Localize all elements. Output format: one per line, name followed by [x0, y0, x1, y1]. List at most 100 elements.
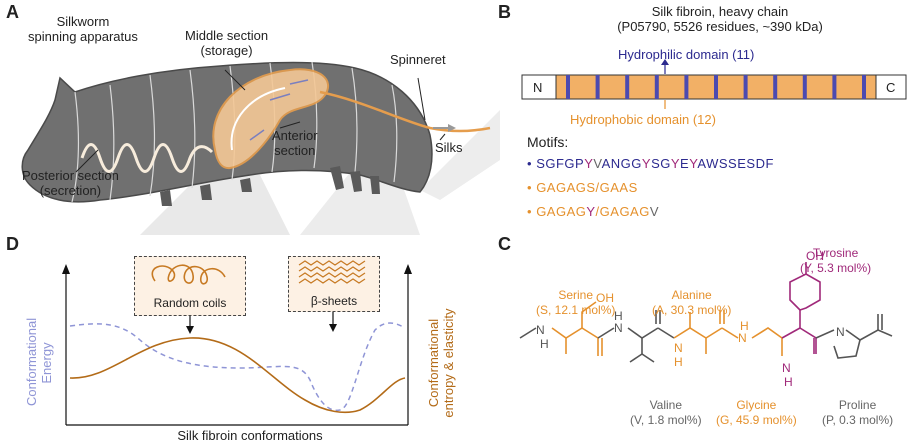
- entropy-axis-line-1: Conformational: [426, 318, 441, 408]
- domain-bar: N C: [521, 59, 907, 109]
- motif-3-part: GAGAG: [536, 204, 587, 219]
- motif-1-tyr: Y: [641, 156, 652, 171]
- hydrophilic-stripe: [862, 75, 866, 99]
- motif-1-tyr: Y: [670, 156, 681, 171]
- panel-label-a: A: [6, 2, 19, 22]
- flow-arrows: [249, 79, 309, 141]
- hydrophilic-stripe: [654, 75, 659, 99]
- hydrophilic-stripe: [566, 75, 570, 99]
- energy-axis-title: Conformational Energy: [24, 317, 54, 406]
- motif-1-bullet: •: [527, 156, 533, 171]
- motif-1-tyr: Y: [689, 156, 698, 171]
- motif-3-part: /GAGAG: [595, 204, 650, 219]
- posterior-line-2: (secretion): [39, 183, 102, 198]
- title-line-2: spinning apparatus: [28, 29, 138, 44]
- proline-label: Proline (P, 0.3 mol%): [822, 398, 893, 428]
- silks-label: Silks: [435, 140, 463, 155]
- middle-section-label: Middle section (storage): [185, 28, 268, 58]
- alanine-value: (A, 30.3 mol%): [652, 303, 732, 317]
- alanine-name: Alanine: [671, 288, 712, 302]
- tyrosine-name: Tyrosine: [812, 246, 859, 260]
- motif-3-bullet: •: [527, 204, 533, 219]
- alanine-label: Alanine (A, 30.3 mol%): [652, 288, 731, 318]
- valine-value: (V, 1.8 mol%): [630, 413, 702, 427]
- entropy-axis-title: Conformational entropy & elasticity: [426, 298, 456, 428]
- c-terminus-label: C: [886, 80, 895, 95]
- middle-line-2: (storage): [200, 43, 253, 58]
- hydrophilic-stripes: [566, 75, 866, 99]
- motif-1: • SGFGPYVANGGYSGYEYAWSSESDF: [527, 156, 774, 171]
- random-coils-inset: Random coils: [134, 256, 246, 316]
- spinneret-zoom-cone: [420, 110, 500, 200]
- random-coils-label: Random coils: [153, 296, 227, 310]
- atom-h1: H: [540, 337, 549, 351]
- right-axis-arrow: [404, 264, 412, 274]
- hydrophilic-stripe: [595, 75, 600, 99]
- n-terminus-box: [521, 74, 557, 100]
- atom-n1: N: [536, 323, 545, 337]
- hydrophilic-pointer-head: [661, 59, 669, 65]
- spinneret-label: Spinneret: [390, 52, 446, 67]
- silkworm-illustration: [21, 61, 500, 235]
- middle-section-gland: [212, 68, 330, 170]
- motif-2-bullet: •: [527, 180, 533, 195]
- gland-highlight: [230, 87, 286, 151]
- serine-label: Serine (S, 12.1 mol%): [536, 288, 615, 318]
- energy-axis-line-1: Conformational: [24, 317, 39, 406]
- tyrosine-label: Tyrosine (Y, 5.3 mol%): [800, 246, 871, 276]
- panel-label-c: C: [498, 234, 511, 254]
- motif-3-tyr: Y: [586, 204, 596, 219]
- beta-sheet-drawing: [298, 260, 366, 284]
- random-coil-pointer-head: [186, 326, 194, 334]
- energy-curve: [69, 322, 406, 412]
- middle-line-1: Middle section: [185, 28, 269, 43]
- panel-a-title: Silkworm spinning apparatus: [28, 14, 138, 44]
- atom-n2: N: [614, 321, 623, 335]
- hydrophilic-stripe: [802, 75, 807, 99]
- hydrophilic-stripe: [773, 75, 778, 99]
- posterior-gland: [80, 143, 214, 173]
- motif-1-part: ANGG: [601, 156, 642, 171]
- motif-1-part: SG: [651, 156, 671, 171]
- silkworm-legs: [160, 166, 380, 206]
- panel-label-d: D: [6, 234, 19, 254]
- title-line-1: Silkworm: [56, 14, 110, 29]
- atom-n6: N: [836, 325, 845, 339]
- anterior-section-label: Anterior section: [272, 128, 318, 158]
- n-terminus-label: N: [533, 80, 542, 95]
- energy-axis-line-2: Energy: [39, 342, 54, 384]
- peptide-backbone: [519, 262, 893, 363]
- motif-1-tyr: Y: [584, 156, 594, 171]
- serine-name: Serine: [558, 288, 594, 302]
- proline-name: Proline: [838, 398, 877, 412]
- tyrosine-oh: OH: [806, 250, 824, 263]
- beta-sheets-label: β-sheets: [310, 294, 358, 308]
- glycine-value: (G, 45.9 mol%): [716, 413, 797, 427]
- anterior-line-2: section: [274, 143, 316, 158]
- fibroin-subtitle: (P05790, 5526 residues, ~390 kDa): [617, 19, 823, 34]
- anterior-line-1: Anterior: [272, 128, 318, 143]
- serine-value: (S, 12.1 mol%): [536, 303, 616, 317]
- glycine-label: Glycine (G, 45.9 mol%): [716, 398, 797, 428]
- hydrophilic-stripe: [743, 75, 748, 99]
- atom-h2: H: [614, 309, 623, 323]
- motif-1-val: V: [593, 156, 602, 171]
- beta-sheet-pointer-head: [329, 324, 337, 332]
- entropy-axis-line-2: entropy & elasticity: [441, 308, 456, 418]
- atom-n3: N: [738, 331, 747, 345]
- motif-1-part: E: [680, 156, 690, 171]
- hydrophilic-stripe: [684, 75, 689, 99]
- hydrophobic-label: Hydrophobic domain (12): [570, 112, 716, 127]
- energy-landscape-plot: [62, 264, 412, 426]
- motif-1-part: SGFGP: [536, 156, 585, 171]
- peptide-structure: N H OH N H N H N H N H N OH: [519, 250, 893, 389]
- motif-3-val: V: [649, 204, 660, 219]
- atom-h3: H: [740, 319, 749, 333]
- panel-b-title: Silk fibroin, heavy chain (P05790, 5526 …: [560, 4, 880, 34]
- hydrophilic-label: Hydrophilic domain (11): [618, 47, 755, 62]
- silk-arrow-head: [448, 124, 456, 132]
- hydrophilic-stripe: [625, 75, 630, 99]
- tyrosine-value: (Y, 5.3 mol%): [800, 261, 872, 275]
- motif-2-text: GAGAGS/GAAS: [536, 180, 638, 195]
- c-terminus-box: [875, 74, 907, 100]
